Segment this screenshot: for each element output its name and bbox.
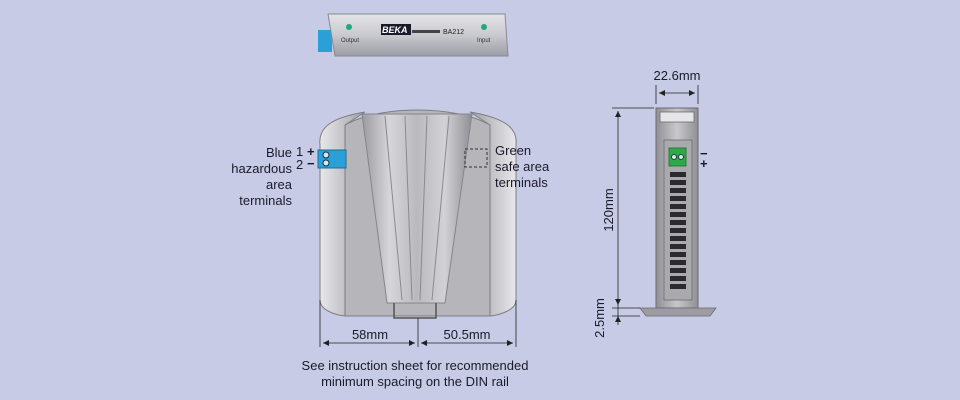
input-led-icon (481, 24, 487, 30)
vent-slot (670, 220, 686, 225)
side-view (612, 85, 717, 325)
beka-logo (381, 24, 411, 35)
front-view (317, 109, 517, 347)
brand-name: BEKA (382, 25, 408, 35)
output-led-icon (346, 24, 352, 30)
output-led-label: Output (341, 38, 360, 44)
green-screw-1-icon (671, 154, 677, 160)
side-minus-sign: − (700, 146, 708, 161)
vent-slot (670, 244, 686, 249)
vent-slot (670, 180, 686, 185)
vent-slot (670, 260, 686, 265)
green-screw-2-icon (678, 154, 684, 160)
spacing-note: See instruction sheet for recommended mi… (301, 358, 529, 389)
dim-right-label: 50.5mm (443, 327, 491, 342)
top-module-body (327, 13, 509, 57)
blue-terminal-block (317, 149, 347, 169)
green-terminal-block (668, 147, 687, 167)
pin-2-label: 2 (296, 157, 304, 172)
minus-sign: − (307, 156, 315, 171)
model-name: BA212 (443, 29, 465, 36)
vent-slot (670, 276, 686, 281)
vent-slot (670, 172, 686, 177)
side-top-cap (659, 111, 695, 123)
vent-slot (670, 228, 686, 233)
top-blue-connector (318, 30, 332, 52)
plus-sign: + (307, 144, 315, 159)
side-vent-ladder (670, 172, 686, 289)
rail-clip (393, 303, 437, 319)
green-terminals-label: Green safe area terminals (495, 143, 550, 190)
logo-bar (412, 30, 440, 33)
top-view-module (318, 13, 509, 57)
blue-terminals-label: Blue hazardous area terminals (231, 145, 292, 208)
side-plus-sign: + (700, 156, 708, 171)
dim-width-label: 22.6mm (653, 68, 701, 83)
vent-slot (670, 204, 686, 209)
dim-rail-label: 2.5mm (592, 298, 607, 338)
dim-left-label: 58mm (351, 327, 389, 342)
vent-slot (670, 188, 686, 193)
green-terminal-outline (464, 148, 488, 168)
side-rail-foot (639, 307, 717, 317)
vent-slot (670, 252, 686, 257)
dim-height-label: 120mm (601, 188, 616, 231)
blue-terminal-screw-1-icon (322, 151, 330, 159)
vent-slot (670, 212, 686, 217)
vent-slot (670, 268, 686, 273)
input-led-label: Input (477, 38, 491, 44)
vent-slot (670, 236, 686, 241)
pin-1-label: 1 (296, 144, 304, 159)
blue-terminal-screw-2-icon (322, 159, 330, 167)
vent-slot (670, 196, 686, 201)
vent-slot (670, 284, 686, 289)
